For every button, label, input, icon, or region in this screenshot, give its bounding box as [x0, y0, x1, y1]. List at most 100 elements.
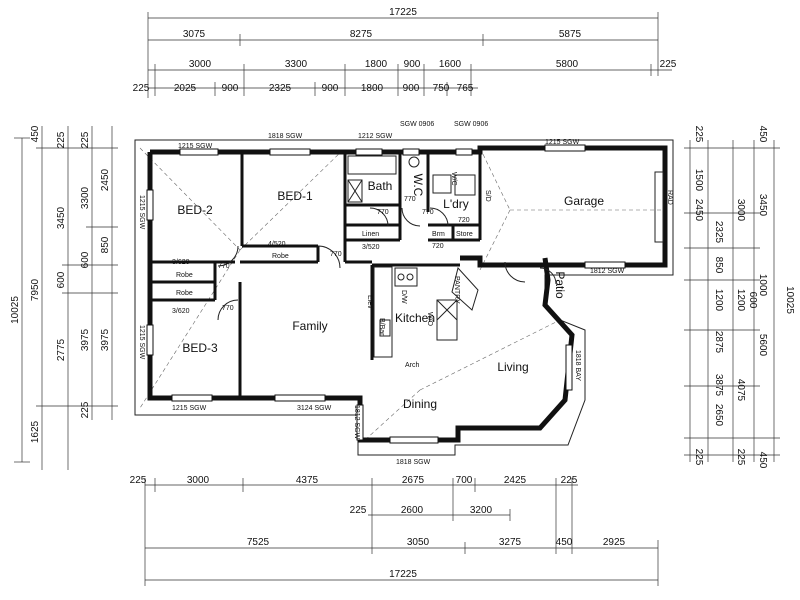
room-laundry: L'dry [443, 197, 469, 211]
dim-left2-b: 7950 [30, 278, 41, 301]
room-bed-3: BED-3 [182, 341, 218, 355]
dim-right2-a: 450 [757, 126, 768, 143]
dim-left2-a: 450 [30, 125, 41, 142]
dim-bot1-f: 2425 [504, 475, 527, 486]
dim-top2-d: 900 [404, 59, 421, 70]
note-robe-bed2: 3/620 [172, 259, 190, 266]
note-dining-side-window: 1812 SGW [353, 405, 360, 440]
note-raised: RAD [666, 190, 673, 205]
dim-right2-c: 1000 [757, 274, 768, 297]
room-patio: Patio [553, 271, 567, 299]
dim-right2-e: 5600 [757, 334, 768, 357]
dim-top2-c: 1800 [365, 59, 388, 70]
note-door-ldry: 770 [422, 209, 434, 216]
dim-left4-e: 225 [80, 401, 91, 418]
dim-bot1-a: 225 [130, 475, 147, 486]
dim-top3-d: 2325 [269, 83, 292, 94]
garage-door [654, 171, 664, 243]
note-dw: D/W [400, 290, 407, 304]
note-linen-size: 3/520 [362, 244, 380, 251]
dim-bot1-d: 2675 [402, 475, 425, 486]
note-door-bed2: 770 [218, 263, 230, 270]
note-door-bath: 770 [377, 209, 389, 216]
dim-left4-d: 3975 [80, 328, 91, 351]
dim-right-outer: 10025 [784, 286, 795, 314]
dim-right2-f: 450 [757, 452, 768, 469]
dim-left3-c: 600 [56, 271, 67, 288]
dim-top1-b: 8275 [350, 29, 373, 40]
dim-bot3-c: 3275 [499, 537, 522, 548]
dim-right3-d: 850 [713, 257, 724, 274]
room-wc: W.C [411, 174, 425, 197]
note-brbar: B/Bar [378, 318, 385, 336]
room-living: Living [497, 360, 528, 374]
note-door-bed1: 770 [330, 251, 342, 258]
note-garage-side-window: 1812 SGW [590, 268, 625, 275]
dim-top2-b: 3300 [285, 59, 308, 70]
note-bay-window: 1818 BAY [574, 350, 581, 381]
label-robe-bed1: Robe [272, 253, 289, 260]
dim-right4-a: 1500 [693, 169, 704, 192]
room-bed-2: BED-2 [177, 203, 213, 217]
note-ldry-window: SGW 0906 [454, 121, 488, 128]
label-store: Store [456, 231, 473, 238]
door-swings [217, 207, 557, 321]
dim-bot2-a: 225 [350, 505, 367, 516]
note-bed2-side-window: 1215 SGW [138, 195, 145, 230]
note-robe-bed1: 4/520 [268, 241, 286, 248]
dim-bot2-b: 2600 [401, 505, 424, 516]
note-bath-window: 1212 SGW [358, 133, 393, 140]
note-elev: Elev [366, 295, 373, 309]
dim-bot3-b: 3050 [407, 537, 430, 548]
room-dining: Dining [403, 397, 437, 411]
note-door-wc: 770 [404, 196, 416, 203]
dim-top2-a: 3000 [189, 59, 212, 70]
dim-left3-d: 2775 [56, 338, 67, 361]
room-garage: Garage [564, 194, 604, 208]
dim-top2-f: 5800 [556, 59, 579, 70]
room-kitchen: Kitchen [395, 311, 435, 325]
kitchen-fittings [373, 266, 479, 358]
dim-total-top: 17225 [389, 7, 417, 18]
dim-top3-f: 1800 [361, 83, 384, 94]
dim-right2-b: 3450 [757, 194, 768, 217]
dim-bot3-d: 450 [556, 537, 573, 548]
label-wic: W/C [450, 172, 457, 186]
note-pantry: PANTRY [453, 276, 460, 304]
note-door-bed3: 770 [222, 305, 234, 312]
label-linen: Linen [362, 231, 379, 238]
note-garage-window: 1215 SGW [545, 139, 580, 146]
room-bed-1: BED-1 [277, 189, 313, 203]
windows [146, 144, 626, 444]
dim-top3-c: 900 [222, 83, 239, 94]
dim-right3-a: 225 [693, 126, 704, 143]
note-dining-window: 1818 SGW [396, 459, 431, 466]
dim-top2-g: 225 [660, 59, 677, 70]
dim-right4-b: 2450 [693, 199, 704, 222]
label-arch: Arch [405, 362, 420, 369]
room-family: Family [292, 319, 327, 333]
dim-left2-c: 1625 [30, 420, 41, 443]
note-bed1-window: 1818 SGW [268, 133, 303, 140]
dim-top3-a: 225 [133, 83, 150, 94]
dim-top3-i: 765 [457, 83, 474, 94]
note-wc-window: SGW 0906 [400, 121, 434, 128]
dim-left3-a: 225 [56, 131, 67, 148]
dim-top1-a: 3075 [183, 29, 206, 40]
room-bath: Bath [368, 179, 393, 193]
dim-left5-a: 2450 [100, 168, 111, 191]
note-sd: S/D [484, 190, 491, 202]
dim-right4-e: 225 [735, 449, 746, 466]
dim-bot3-a: 7525 [247, 537, 270, 548]
dim-left-outer: 10025 [10, 296, 21, 324]
dim-top3-b: 2025 [174, 83, 197, 94]
dim-left3-b: 3450 [56, 206, 67, 229]
roof-hip-lines [139, 147, 665, 441]
dim-top3-h: 750 [433, 83, 450, 94]
bath-fittings [347, 155, 476, 203]
dim-bot1-b: 3000 [187, 475, 210, 486]
dim-bot2-c: 3200 [470, 505, 493, 516]
dim-right4-c: 1200 [735, 289, 746, 312]
note-bed3-window: 1215 SGW [172, 405, 207, 412]
